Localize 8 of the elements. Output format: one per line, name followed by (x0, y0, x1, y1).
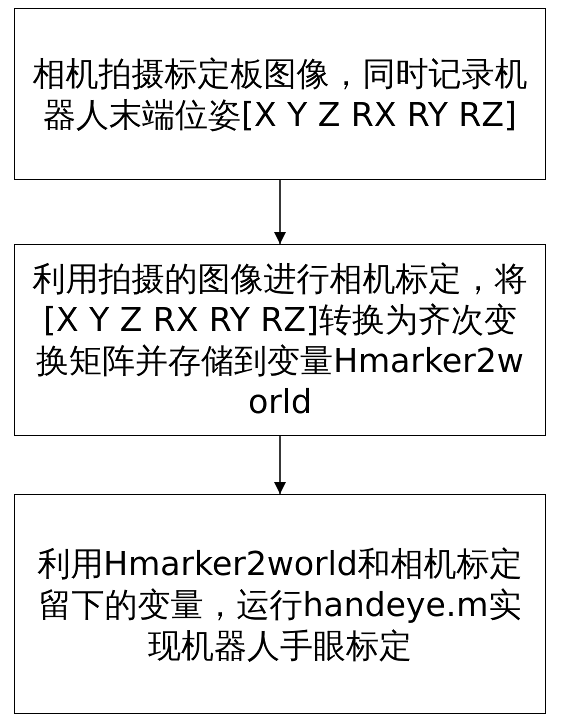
process-box (14, 8, 546, 180)
process-box (14, 244, 546, 436)
step-text: 利用Hmarker2world和相机标定留下的变量，运行handeye.m实现机器人手眼标定 (36, 542, 524, 666)
step-text: 相机拍摄标定板图像，同时记录机器人末端位姿[X Y Z RX RY RZ] (32, 53, 528, 135)
arrow (274, 180, 286, 244)
step-text: 利用拍摄的图像进行相机标定，将[X Y Z RX RY RZ]转换为齐次变换矩阵并存储到变量Hmarker2world (32, 258, 528, 422)
process-box (14, 494, 546, 714)
arrow (274, 436, 286, 494)
